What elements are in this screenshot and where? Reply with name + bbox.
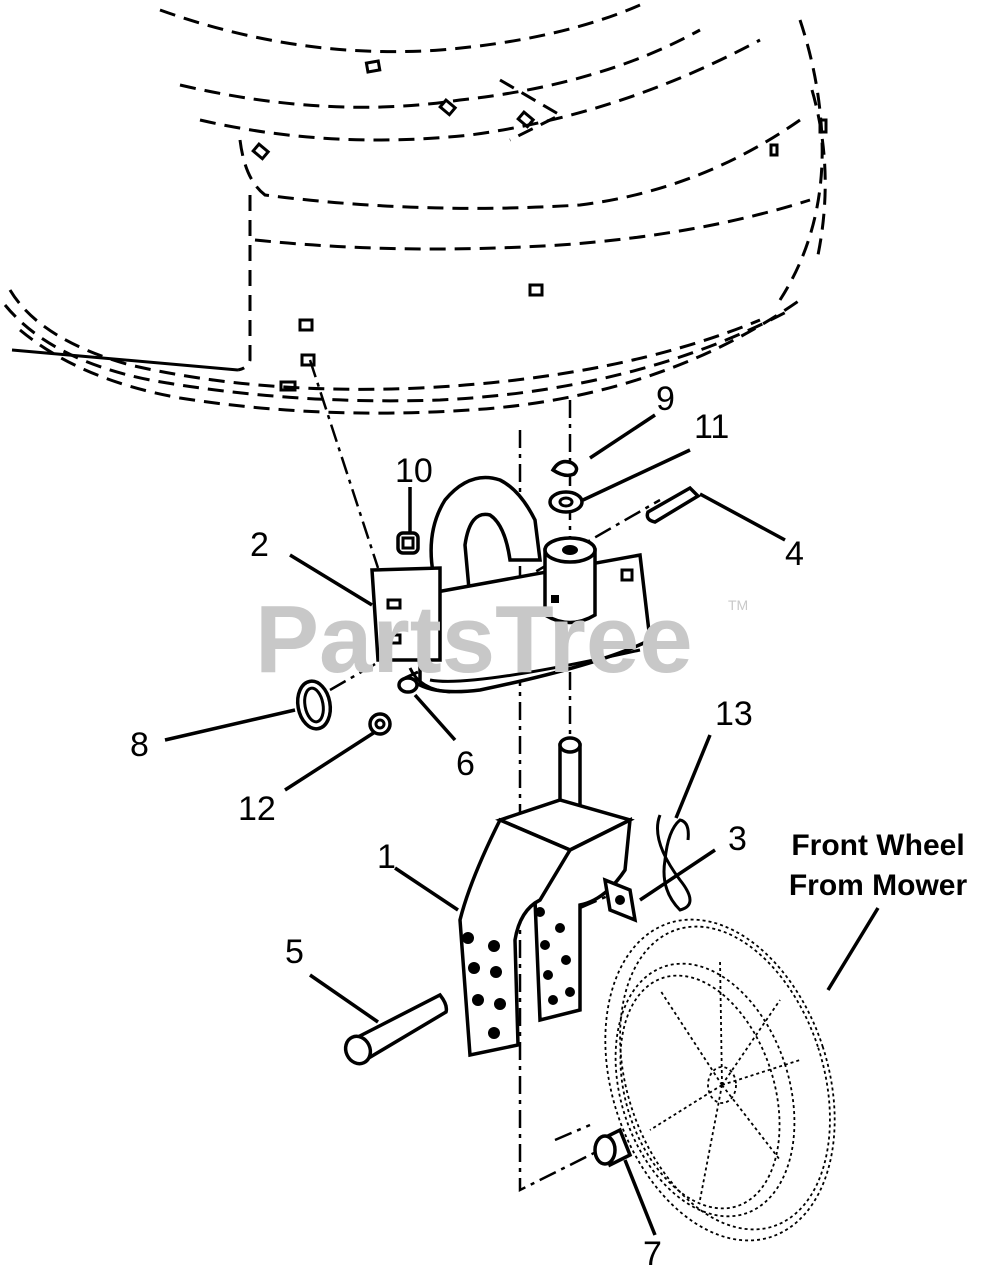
wheel-fork <box>458 736 635 1058</box>
callout-2: 2 <box>250 526 269 564</box>
callout-11: 11 <box>694 408 729 446</box>
square-nut <box>396 531 420 555</box>
callout-10: 10 <box>395 452 433 490</box>
mower-deck <box>3 3 828 415</box>
axle-bolt <box>343 992 449 1066</box>
callout-9: 9 <box>656 380 675 418</box>
callout-1: 1 <box>377 838 396 876</box>
retainer-plate <box>602 877 638 923</box>
callout-3: 3 <box>728 820 747 858</box>
svg-text:From Mower: From Mower <box>789 869 968 902</box>
svg-text:Front Wheel: Front Wheel <box>791 829 964 862</box>
assembly-lines <box>308 359 661 1193</box>
front-wheel-note: Front Wheel From Mower <box>789 829 968 902</box>
cotter-clip <box>550 459 579 478</box>
callout-12: 12 <box>238 790 276 828</box>
front-wheel <box>604 918 836 1242</box>
flat-washer <box>548 490 584 514</box>
hex-nut <box>368 712 392 736</box>
callout-13: 13 <box>715 695 753 733</box>
o-ring <box>295 679 333 731</box>
front-bracket <box>370 475 652 694</box>
callout-5: 5 <box>285 933 304 971</box>
callout-7: 7 <box>643 1235 662 1273</box>
hairpin-cotter <box>656 814 692 912</box>
carriage-bolt <box>397 670 419 694</box>
wheel-spacer <box>593 1127 633 1168</box>
callouts: 9 11 10 2 4 8 6 12 13 3 1 5 7 <box>130 380 804 1273</box>
svg-text:TM: TM <box>728 597 748 613</box>
fork-holes <box>462 907 575 1039</box>
leader-lines <box>164 413 880 1236</box>
callout-6: 6 <box>456 745 475 783</box>
pivot-pin <box>645 485 701 524</box>
callout-4: 4 <box>785 535 804 573</box>
svg-text:PartsTree: PartsTree <box>255 586 693 693</box>
watermark: PartsTree TM <box>255 586 748 693</box>
callout-8: 8 <box>130 726 149 764</box>
